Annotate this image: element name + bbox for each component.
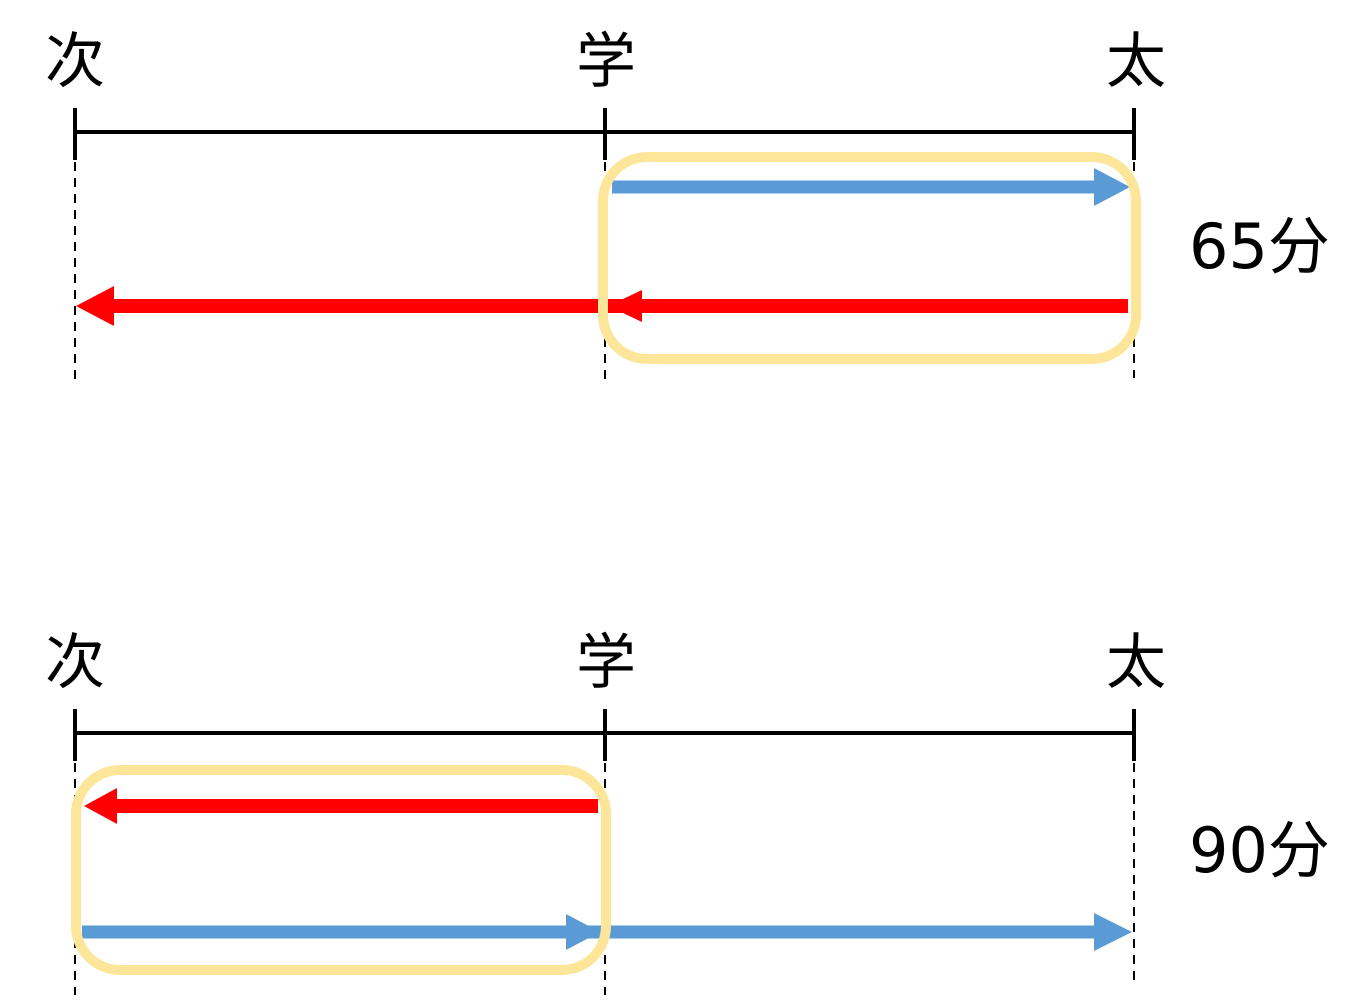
highlight-box (71, 765, 611, 975)
point-label-right: 太 (1106, 27, 1166, 97)
forward-arrow (82, 913, 1132, 951)
point-label-left: 次 (45, 628, 105, 698)
time-label: 65分 (1189, 210, 1330, 283)
forward-arrow (612, 168, 1130, 206)
time-label: 90分 (1189, 814, 1330, 887)
point-label-right: 太 (1106, 628, 1166, 698)
highlight-box (598, 152, 1141, 364)
diagram-top: 次 学 太 65分 (45, 27, 1330, 385)
point-label-middle: 学 (576, 628, 636, 698)
diagram-bottom: 次 学 太 90分 (45, 628, 1330, 995)
point-label-middle: 学 (576, 27, 636, 97)
point-label-left: 次 (45, 27, 105, 97)
backward-arrow (76, 286, 1128, 326)
backward-arrow (84, 788, 598, 824)
